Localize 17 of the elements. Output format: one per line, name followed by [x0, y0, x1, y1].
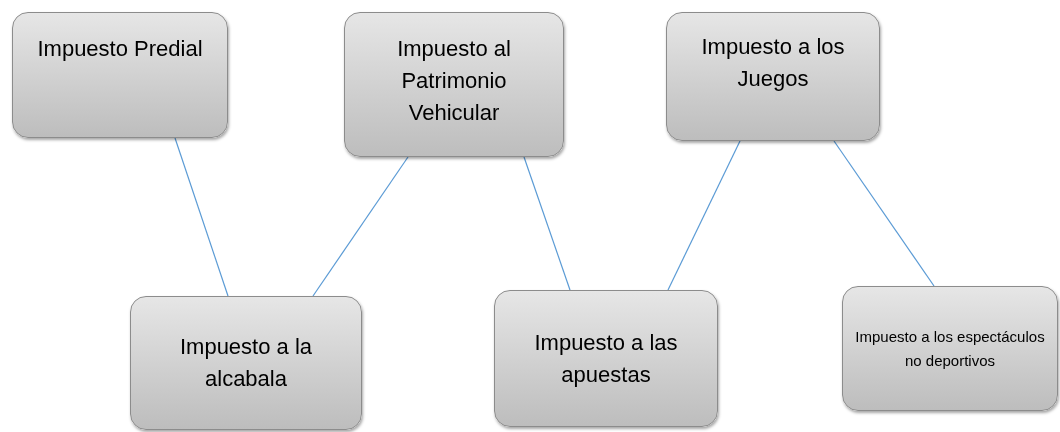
box-label: Impuesto a los Juegos [700, 33, 846, 93]
rounded-box [12, 12, 228, 138]
connector-line [833, 140, 935, 287]
connector-line [667, 140, 741, 291]
connector-line [312, 156, 409, 297]
rounded-box [130, 296, 362, 430]
box-label: Impuesto Predial [37, 35, 203, 63]
box-label: Impuesto a los espectáculos no deportivos [855, 326, 1045, 371]
box-label: Impuesto a las apuestas [533, 328, 679, 389]
rounded-box [494, 290, 718, 427]
rounded-box [842, 286, 1058, 411]
box-label: Impuesto a la alcabala [178, 333, 314, 393]
connector-line [523, 156, 571, 291]
rounded-box [344, 12, 564, 157]
connector-line [174, 137, 229, 297]
rounded-box [666, 12, 880, 141]
box-label: Impuesto al Patrimonio Vehicular [396, 35, 512, 127]
